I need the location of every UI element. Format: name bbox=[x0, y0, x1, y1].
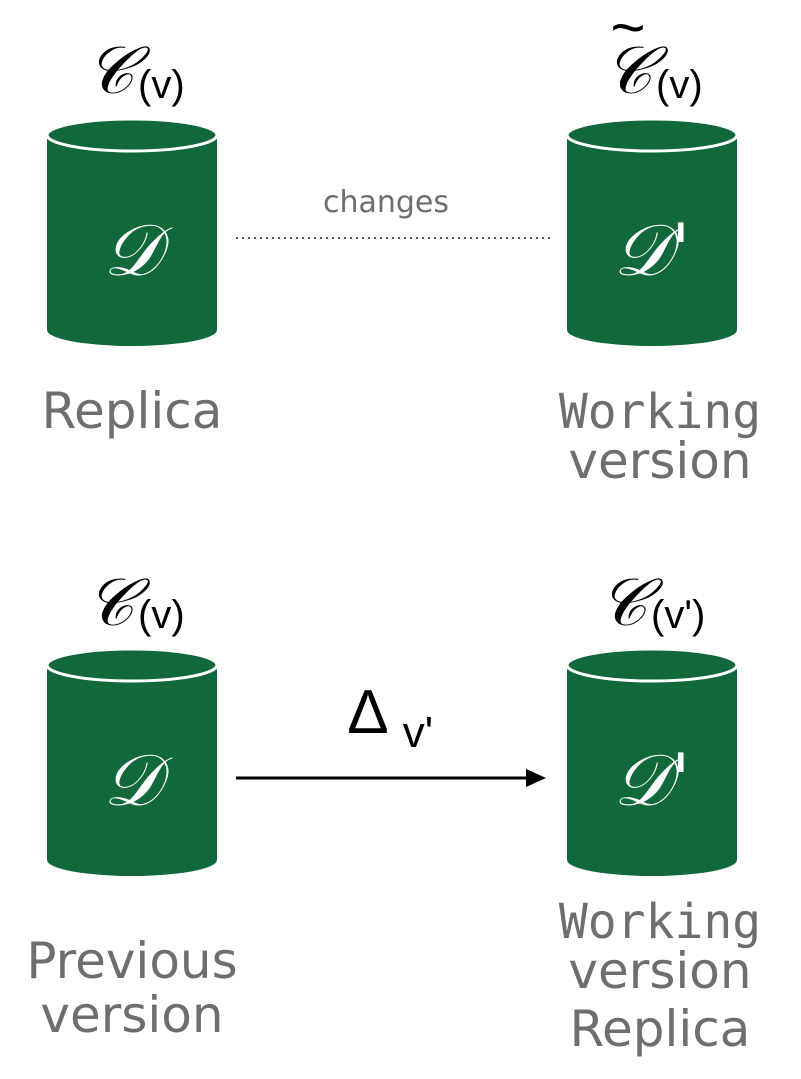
bottom-right-caption-line-1: Working bbox=[559, 894, 761, 950]
changes-label: changes bbox=[323, 185, 449, 220]
top-right-tilde: ~ bbox=[610, 0, 645, 61]
top-right-db-letter: 𝒟' bbox=[613, 208, 690, 292]
bottom-left-version-label: (v) bbox=[138, 593, 185, 637]
top-right-database-cylinder bbox=[565, 117, 739, 346]
bottom-right-caption-line-2: version bbox=[568, 942, 751, 1000]
delta-arrow bbox=[236, 769, 546, 787]
bottom-right-version-label: (v') bbox=[651, 593, 705, 637]
top-right-caption-line-1: Working bbox=[559, 384, 761, 440]
top-left-database-cylinder bbox=[45, 117, 219, 346]
delta-symbol: Δ bbox=[347, 678, 388, 747]
bottom-left-caption-line-1: Previous bbox=[26, 932, 237, 990]
delta-subscript: v' bbox=[403, 708, 433, 757]
top-right-version-label: (v) bbox=[656, 63, 703, 107]
bottom-left-caption-line-2: version bbox=[40, 986, 223, 1044]
bottom-right-database-cylinder bbox=[565, 647, 739, 876]
bottom-left-database-cylinder bbox=[45, 647, 219, 876]
bottom-right-db-letter: 𝒟' bbox=[613, 738, 690, 822]
top-left-version-label: (v) bbox=[138, 63, 185, 107]
bottom-right-caption-line-3: Replica bbox=[570, 1000, 751, 1058]
top-left-caption-line: Replica bbox=[42, 382, 223, 440]
top-right-caption-line-2: version bbox=[568, 432, 751, 490]
